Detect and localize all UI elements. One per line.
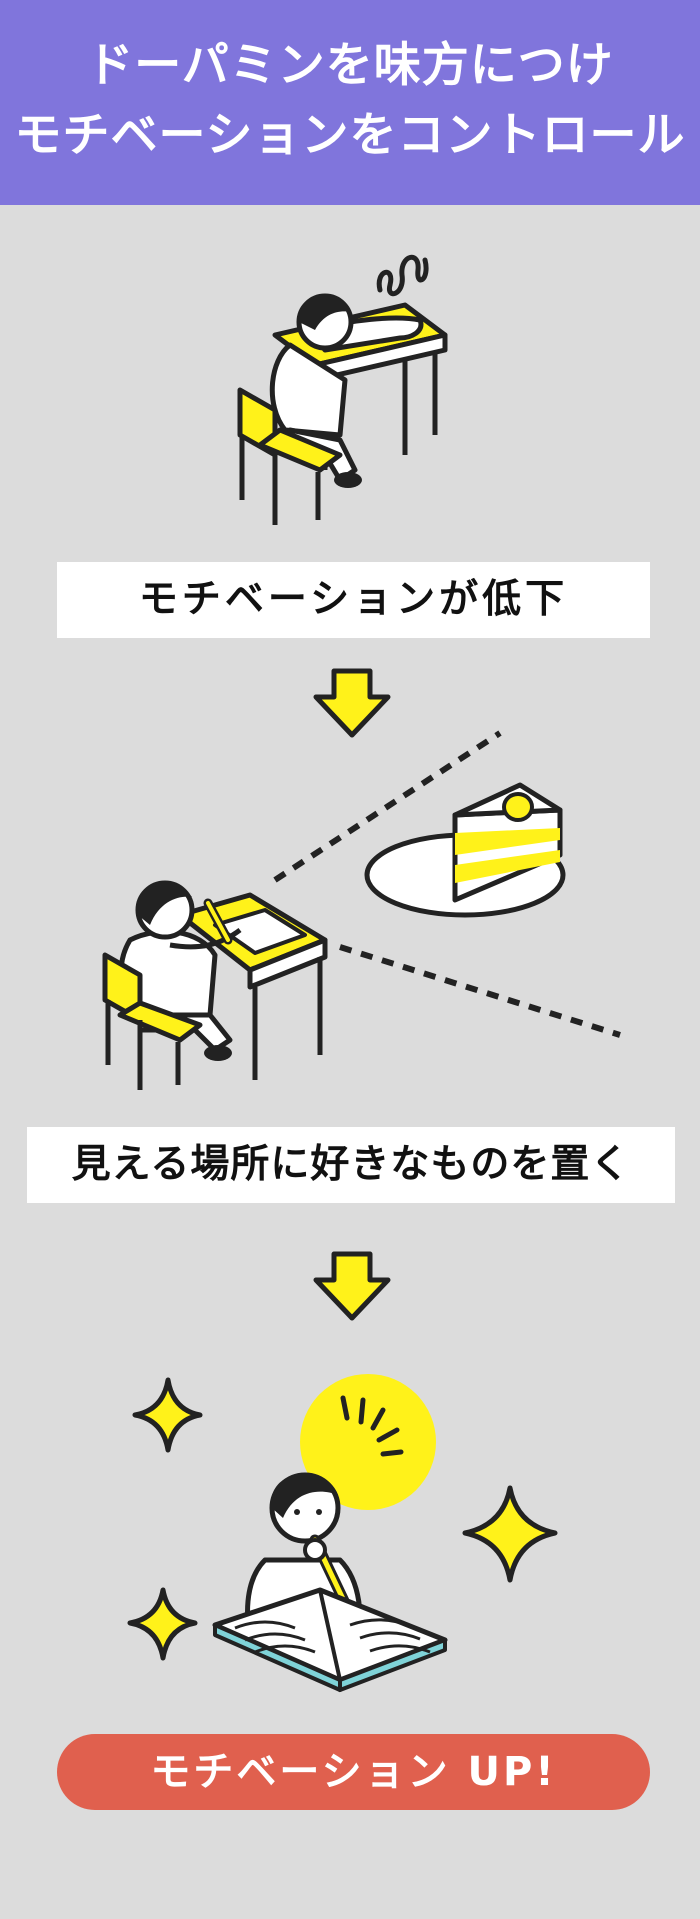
title-line-1: ドーパミンを味方につけ [86, 38, 614, 93]
studying-with-cake-illustration [102, 730, 621, 1090]
arrow-down-icon [313, 668, 391, 738]
step-2-label: 見える場所に好きなものを置く [27, 1127, 675, 1203]
step-1-label: モチベーションが低下 [57, 562, 650, 638]
sleeping-student-illustration [237, 255, 448, 525]
title-banner: ドーパミンを味方につけ モチベーションをコントロール [0, 0, 700, 205]
arrow-down-icon [313, 1251, 391, 1321]
motivation-up-badge: モチベーション UP! [57, 1734, 650, 1810]
title-line-2: モチベーションをコントロール [14, 108, 686, 163]
motivated-student-illustration [127, 1374, 558, 1692]
